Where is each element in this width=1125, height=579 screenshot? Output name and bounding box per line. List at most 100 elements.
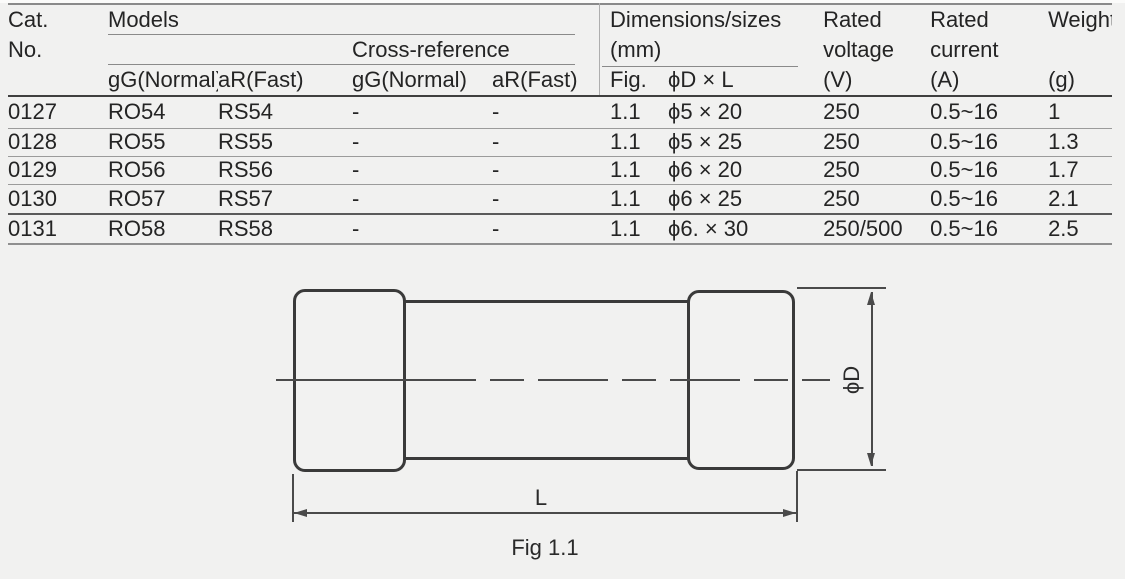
diameter-label: ϕD bbox=[839, 365, 864, 395]
header-dimensions-group: Dimensions/sizes bbox=[610, 7, 782, 32]
length-label: L bbox=[534, 485, 548, 510]
cross-reference-group-rule bbox=[108, 64, 575, 65]
header-models-ar: aR(Fast) bbox=[218, 65, 352, 97]
page-top-margin bbox=[0, 0, 1125, 3]
cell-fig: 1.1 bbox=[610, 155, 669, 184]
cell-fig: 1.1 bbox=[610, 99, 641, 125]
cell-rated-current: 0.5~16 bbox=[930, 99, 998, 125]
dimensions-group-rule bbox=[602, 66, 798, 67]
header-rated-current-2: current bbox=[930, 37, 999, 62]
cell-d-x-l: ϕ5 × 20 bbox=[668, 99, 743, 125]
cell-fig: 1.1 bbox=[610, 183, 669, 214]
cell-model-gg: RO56 bbox=[108, 155, 218, 184]
cell-model-ar: RS58 bbox=[218, 213, 352, 245]
center-line-solid bbox=[276, 379, 476, 381]
header-cat-no: No. bbox=[8, 37, 43, 62]
header-row-3: gG(Normal) aR(Fast) gG(Normal) aR(Fast) … bbox=[8, 65, 1113, 97]
header-d-x-l: ϕD × L bbox=[668, 65, 824, 97]
cell-weight: 1.7 bbox=[1048, 155, 1113, 184]
cell-cat-no: 0127 bbox=[8, 99, 57, 125]
cell-cross-gg: - bbox=[352, 127, 492, 156]
figure-caption: Fig 1.1 bbox=[511, 535, 579, 560]
cell-rated-voltage: 250/500 bbox=[823, 213, 931, 245]
cell-weight: 2.1 bbox=[1048, 183, 1113, 214]
cell-rated-current: 0.5~16 bbox=[930, 155, 1049, 184]
cell-model-gg: RO54 bbox=[108, 99, 166, 125]
cell-model-ar: RS56 bbox=[218, 155, 352, 184]
cell-weight: 1 bbox=[1048, 99, 1061, 125]
header-row-1: Cat. Models Dimensions/sizes Rated Rated… bbox=[8, 4, 1112, 35]
arrow-right-icon bbox=[783, 508, 796, 517]
cell-model-ar: RS54 bbox=[218, 99, 274, 125]
header-column-divider bbox=[599, 3, 600, 95]
cell-cat-no: 0131 bbox=[8, 213, 108, 245]
header-weight: Weight bbox=[1048, 7, 1113, 32]
header-weight-unit: (g) bbox=[1048, 65, 1113, 97]
header-voltage-unit: (V) bbox=[823, 65, 931, 97]
header-fig: Fig. bbox=[610, 65, 669, 97]
table-row: 0128 RO55 RS55 - - 1.1 ϕ5 × 25 250 0.5~1… bbox=[8, 127, 1113, 156]
arrow-down-icon bbox=[867, 453, 875, 466]
cell-fig: 1.1 bbox=[610, 213, 669, 245]
cell-cross-ar: - bbox=[492, 183, 611, 214]
models-group-rule bbox=[108, 34, 575, 35]
diameter-extension-line-top bbox=[797, 287, 886, 289]
cell-model-gg: RO58 bbox=[108, 213, 218, 245]
header-models-gg: gG(Normal) bbox=[108, 65, 218, 97]
cell-rated-voltage: 250 bbox=[823, 127, 931, 156]
arrow-up-icon bbox=[867, 292, 875, 305]
header-weight-spacer bbox=[1048, 35, 1112, 65]
cell-model-ar: RS55 bbox=[218, 127, 352, 156]
cell-cross-ar: - bbox=[492, 213, 611, 245]
cell-cross-ar: - bbox=[492, 99, 500, 125]
cell-cross-gg: - bbox=[352, 183, 492, 214]
cell-d-x-l: ϕ6 × 20 bbox=[668, 155, 824, 184]
cell-model-gg: RO55 bbox=[108, 127, 218, 156]
header-rated-voltage-2: voltage bbox=[823, 37, 895, 62]
cell-fig: 1.1 bbox=[610, 127, 669, 156]
length-dimension-line bbox=[293, 512, 796, 514]
fuse-spec-table: Cat. Models Dimensions/sizes Rated Rated… bbox=[8, 3, 1113, 245]
diameter-extension-line-bottom bbox=[797, 469, 886, 471]
center-line-dashed bbox=[476, 379, 830, 381]
diameter-dimension-line bbox=[871, 292, 873, 466]
cell-weight: 1.3 bbox=[1048, 127, 1113, 156]
cell-model-ar: RS57 bbox=[218, 183, 352, 214]
header-cross-ar: aR(Fast) bbox=[492, 65, 611, 97]
cell-rated-voltage: 250 bbox=[823, 183, 931, 214]
cell-weight: 2.5 bbox=[1048, 213, 1113, 245]
header-models-spacer bbox=[108, 35, 352, 65]
cell-cross-ar: - bbox=[492, 127, 611, 156]
cell-rated-voltage: 250 bbox=[823, 99, 860, 125]
cell-rated-voltage: 250 bbox=[823, 155, 931, 184]
cell-cross-ar: - bbox=[492, 155, 611, 184]
cell-cat-no: 0129 bbox=[8, 155, 108, 184]
cell-cat-no: 0130 bbox=[8, 183, 108, 214]
cell-d-x-l: ϕ5 × 25 bbox=[668, 127, 824, 156]
header-current-unit: (A) bbox=[930, 65, 1049, 97]
cell-rated-current: 0.5~16 bbox=[930, 127, 1049, 156]
cell-rated-current: 0.5~16 bbox=[930, 183, 1049, 214]
header-dimensions-unit: (mm) bbox=[610, 37, 662, 62]
length-extension-line-left bbox=[292, 474, 294, 522]
header-rated-voltage: Rated bbox=[823, 7, 882, 32]
length-extension-line-right bbox=[796, 471, 798, 522]
header-cat-spacer bbox=[8, 65, 108, 97]
table-row: 0127 RO54 RS54 - - 1.1 ϕ5 × 20 250 0.5~1… bbox=[8, 96, 1112, 128]
table-row: 0130 RO57 RS57 - - 1.1 ϕ6 × 25 250 0.5~1… bbox=[8, 183, 1113, 214]
cell-cross-gg: - bbox=[352, 155, 492, 184]
arrow-left-icon bbox=[294, 508, 307, 517]
table-row: 0129 RO56 RS56 - - 1.1 ϕ6 × 20 250 0.5~1… bbox=[8, 155, 1113, 184]
header-row-2: No. Cross-reference (mm) voltage current bbox=[8, 35, 1112, 65]
cell-rated-current: 0.5~16 bbox=[930, 213, 1049, 245]
header-cross-reference-group: Cross-reference bbox=[352, 37, 510, 62]
cell-model-gg: RO57 bbox=[108, 183, 218, 214]
header-rated-current: Rated bbox=[930, 7, 989, 32]
header-models-group: Models bbox=[108, 7, 179, 32]
cell-d-x-l: ϕ6. × 30 bbox=[668, 213, 824, 245]
cell-cat-no: 0128 bbox=[8, 127, 108, 156]
cell-cross-gg: - bbox=[352, 213, 492, 245]
cell-cross-gg: - bbox=[352, 99, 360, 125]
header-cross-gg: gG(Normal) bbox=[352, 65, 492, 97]
